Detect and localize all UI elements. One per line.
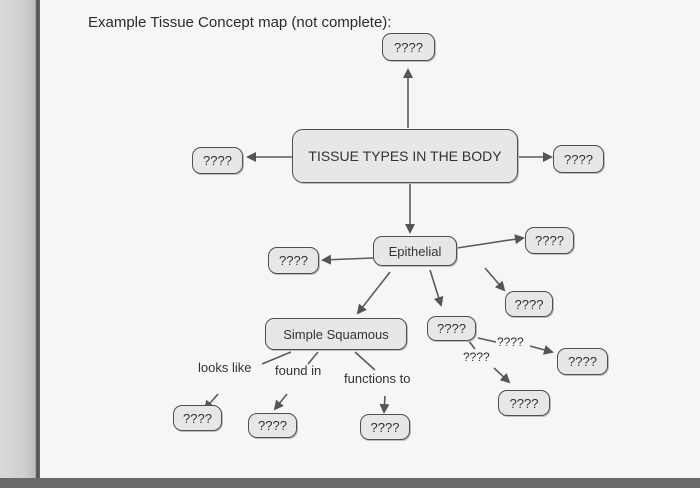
branch-label-1: ???? [497, 335, 524, 349]
looks-like-label: looks like [198, 360, 252, 375]
looks-like-node: ???? [173, 405, 222, 431]
found-in-node: ???? [248, 413, 297, 438]
epithelial-right-node: ???? [525, 227, 574, 254]
line-squamous-to-found-in [307, 351, 319, 365]
line-down-to-label2 [467, 339, 476, 350]
left-node: ???? [192, 147, 243, 174]
arrow-epithelial-to-right [456, 234, 525, 249]
page-area [40, 0, 700, 488]
epithelial-down-node: ???? [427, 316, 476, 341]
found-in-label: found in [275, 363, 322, 378]
epithelial-left-node: ???? [268, 247, 319, 274]
central-node: TISSUE TYPES IN THE BODY [292, 129, 518, 183]
arrow-functions-to-to-box [379, 395, 390, 414]
arrow-epithelial-to-squamous [356, 271, 391, 315]
arrow-label2-to-lower-right [493, 367, 511, 384]
far-right-node: ???? [557, 348, 608, 375]
line-squamous-to-functions-to [354, 351, 376, 371]
functions-to-label: functions to [344, 371, 411, 386]
branch-label-2: ???? [463, 350, 490, 364]
functions-to-node: ???? [360, 414, 410, 440]
arrow-epithelial-to-left [321, 254, 374, 265]
arrow-label1-to-far-right [529, 345, 554, 355]
right-node: ???? [553, 145, 604, 173]
epithelial-diag-node: ???? [505, 291, 553, 317]
window-edge-left [0, 0, 40, 488]
arrow-found-in-to-box [273, 393, 288, 411]
line-down-to-label1 [477, 337, 497, 343]
line-squamous-to-looks-like [261, 351, 292, 365]
lower-right-node: ???? [498, 390, 550, 416]
arrow-epithelial-to-down [429, 269, 444, 307]
simple-squamous-node: Simple Squamous [265, 318, 407, 350]
window-edge-bottom [0, 478, 700, 488]
top-node: ???? [382, 33, 435, 61]
arrow-epithelial-to-diag [484, 267, 506, 292]
epithelial-node: Epithelial [373, 236, 457, 266]
page-title: Example Tissue Concept map (not complete… [88, 14, 392, 31]
